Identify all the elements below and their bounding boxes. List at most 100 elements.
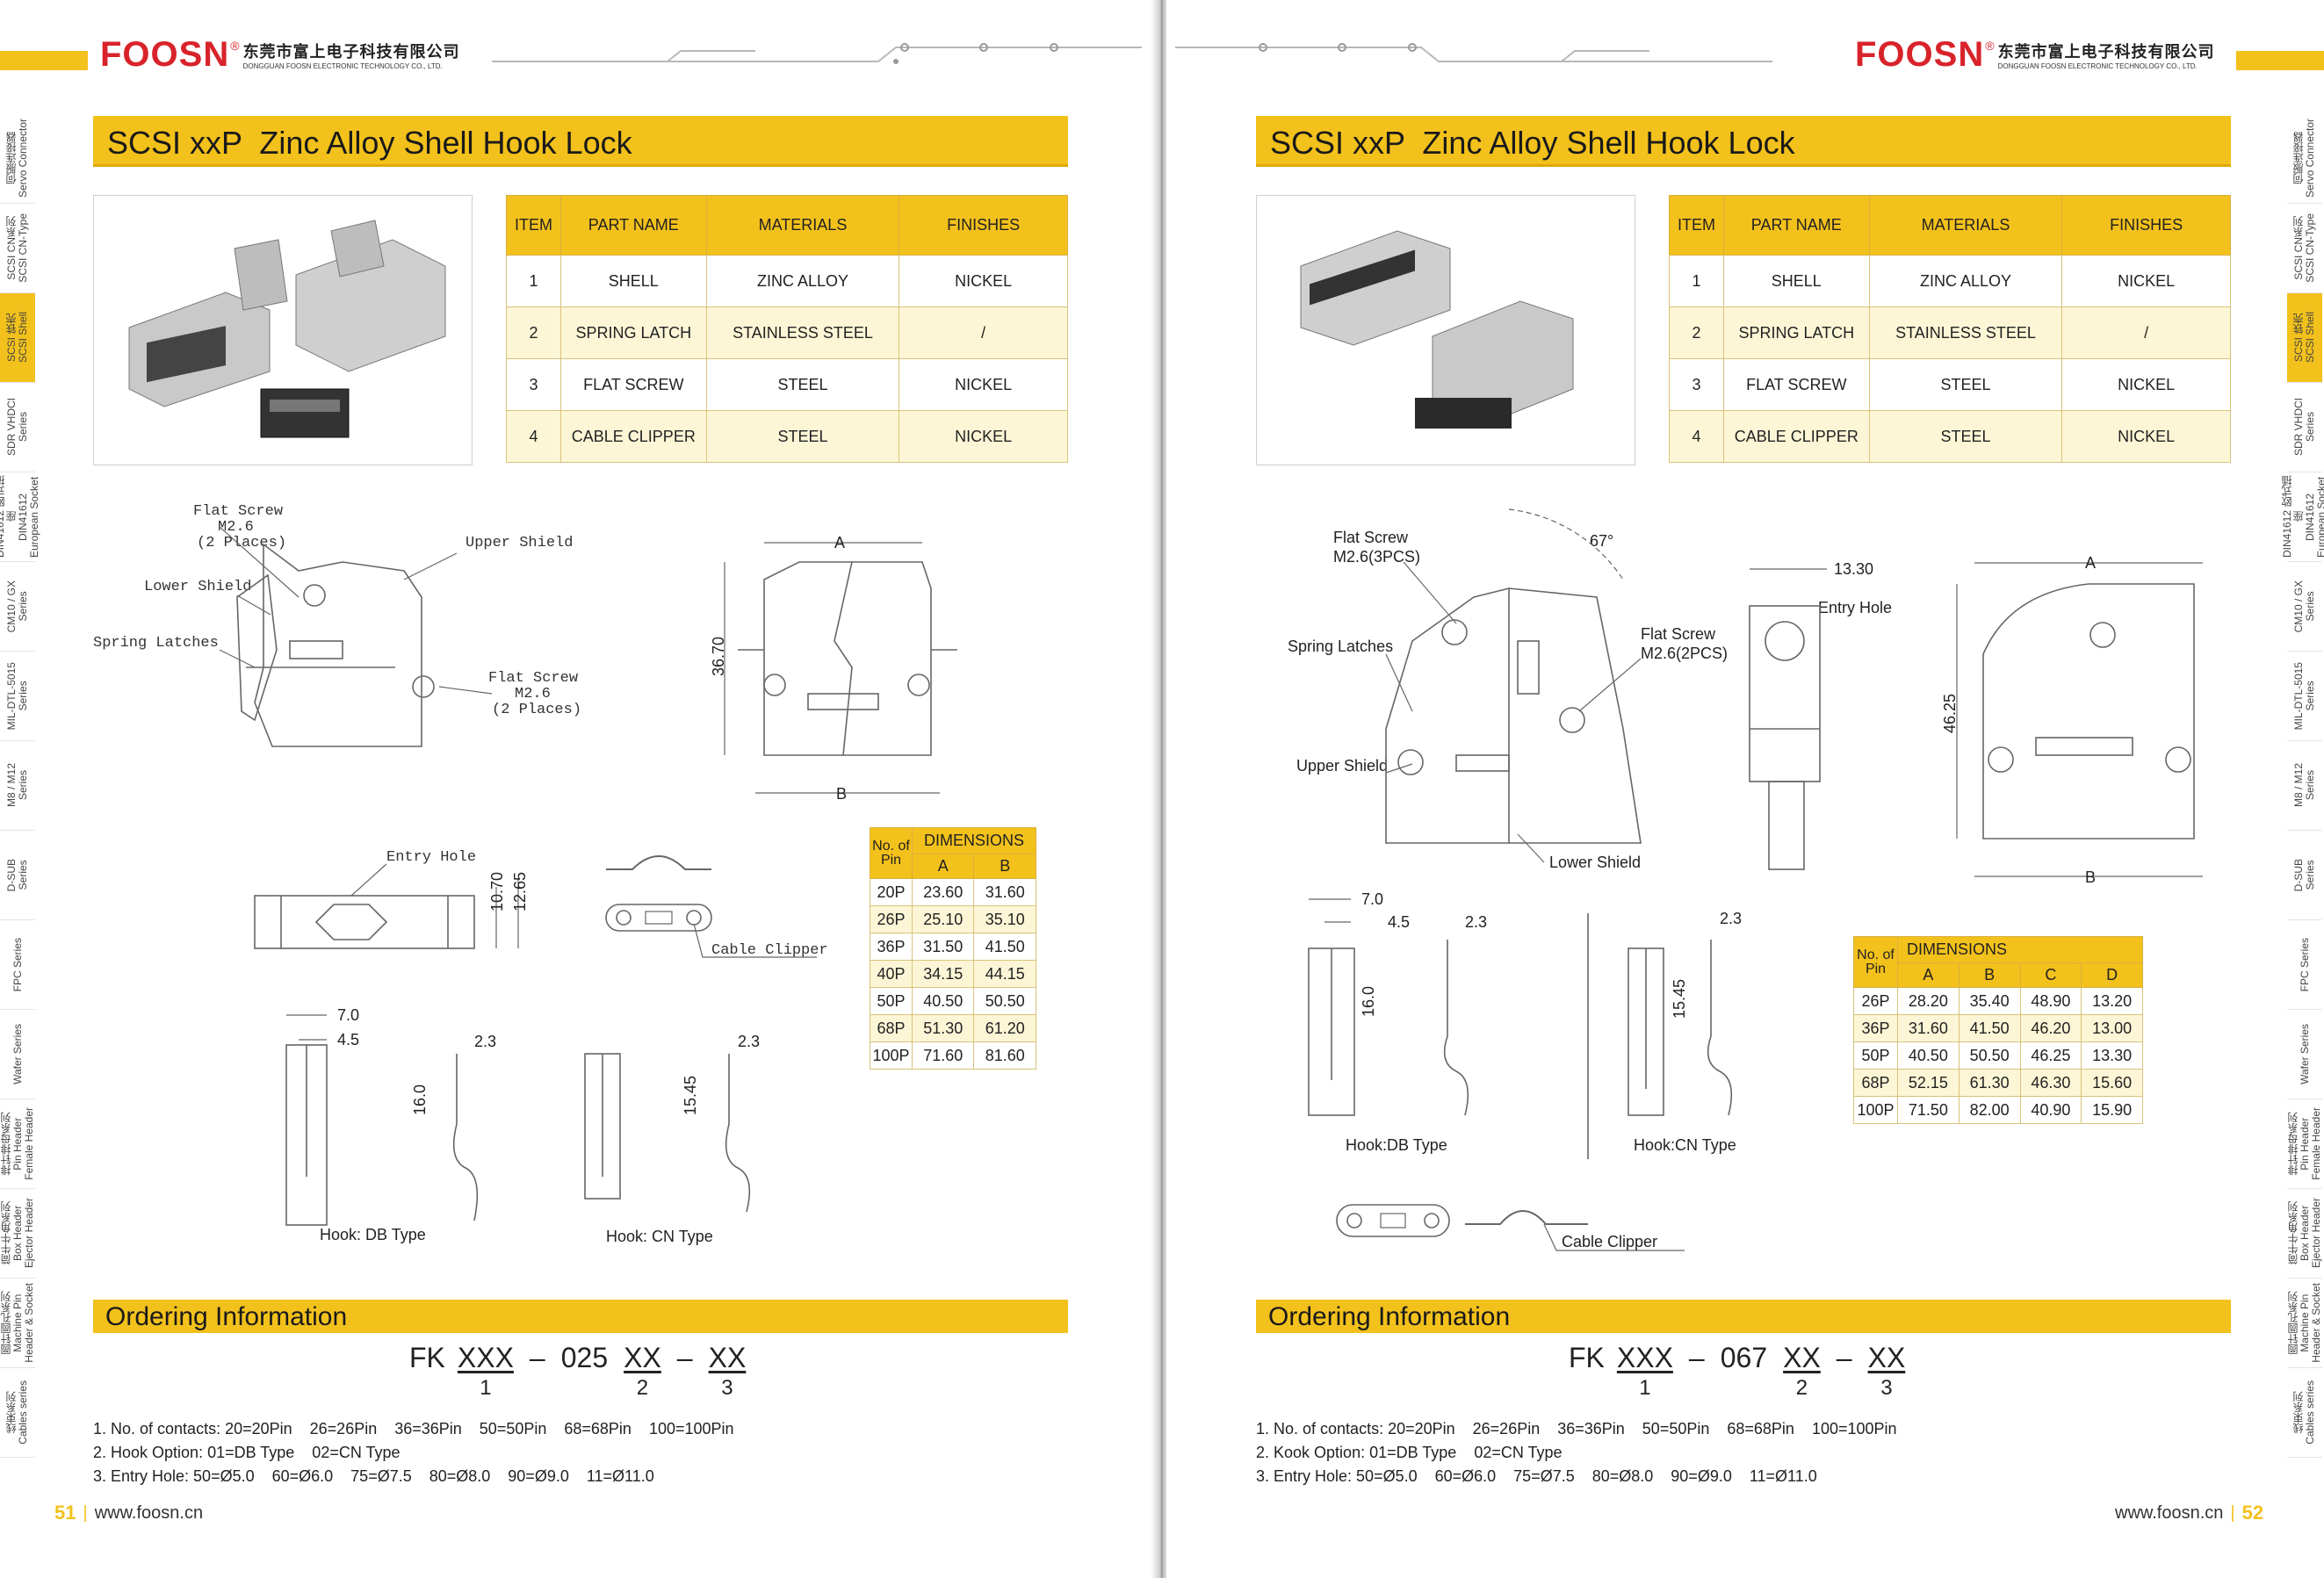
materials-cell: / — [2061, 306, 2231, 359]
code-part-1: XXX — [1616, 1342, 1673, 1373]
section-tab-label: FPC Series — [2298, 937, 2311, 992]
dim-cell: 40.50 — [911, 987, 975, 1015]
materials-cell: CABLE CLIPPER — [1722, 410, 1870, 463]
section-tab[interactable]: SCSI CN系列 SCSI CN-Type — [0, 204, 35, 293]
section-tab[interactable]: Wafer Series — [2287, 1010, 2322, 1099]
exploded-assembly-drawing: Flat Screw M2.6 (2 Places) Upper Shield … — [93, 503, 581, 747]
dim-1265-label: 12.65 — [511, 872, 529, 911]
section-tab[interactable]: CM10 / GX Series — [2287, 562, 2322, 652]
note-entry-hole: 3. Entry Hole: 50=Ø5.0 60=Ø6.0 75=Ø7.5 8… — [1256, 1467, 1817, 1485]
label-m26-1: M2.6 — [218, 519, 254, 536]
section-tab-label: SCSI CN系列 SCSI CN-Type — [5, 213, 29, 283]
section-tab[interactable]: FPC Series — [2287, 920, 2322, 1010]
dim-cell: 41.50 — [973, 933, 1036, 961]
section-tab[interactable]: 简牛牛角系列 Box Header Ejector Header — [0, 1189, 35, 1279]
note-entry-hole: 3. Entry Hole: 50=Ø5.0 60=Ø6.0 75=Ø7.5 8… — [93, 1467, 654, 1485]
section-tab-label: 排针排母系列 Pin Header Female Header — [2286, 1107, 2322, 1180]
section-tab[interactable]: M8 / M12 Series — [0, 741, 35, 831]
section-tab[interactable]: SDR VHDCI Series — [0, 383, 35, 472]
dim-cell: 52.15 — [1897, 1069, 1960, 1097]
section-tab-label: 简牛牛角系列 Box Header Ejector Header — [0, 1198, 35, 1269]
section-tab-label: 线束系列 Cables series — [5, 1380, 29, 1445]
materials-cell: STEEL — [705, 410, 900, 463]
section-tab[interactable]: Wafer Series — [0, 1010, 35, 1099]
dim-45-label: 4.5 — [337, 1031, 359, 1048]
materials-cell: ZINC ALLOY — [705, 255, 900, 307]
section-tab[interactable]: SCSI 铁壳 SCSI Shell — [0, 293, 35, 383]
footer-url[interactable]: www.foosn.cn — [94, 1502, 204, 1523]
code-dash-2: – — [1836, 1342, 1852, 1373]
code-prefix: FK — [1569, 1342, 1605, 1373]
footer-url[interactable]: www.foosn.cn — [2115, 1502, 2224, 1523]
hook-drawings: 7.0 4.5 2.3 16.0 Hook:DB Type 2.3 15.45 … — [1308, 890, 1742, 1159]
materials-cell: STEEL — [705, 358, 900, 411]
materials-cell: SHELL — [1722, 255, 1870, 307]
dim-cell: 71.60 — [911, 1041, 975, 1070]
section-tab[interactable]: 排针排母系列 Pin Header Female Header — [0, 1099, 35, 1189]
dim-cell: 36P — [1853, 1014, 1898, 1042]
section-tab[interactable]: 伺服连接器 Servo Connector — [0, 114, 35, 204]
company-name-cn: 东莞市富上电子科技有限公司 — [1997, 43, 2215, 61]
section-tab[interactable]: 简牛牛角系列 Box Header Ejector Header — [2287, 1189, 2322, 1279]
label-entry-hole: Entry Hole — [386, 849, 476, 866]
label-spring-latches: Spring Latches — [1288, 638, 1393, 655]
section-tab[interactable]: DIN41612 欧式插座 DIN41612 European Socket — [2281, 472, 2324, 562]
section-tab[interactable]: FPC Series — [0, 920, 35, 1010]
section-tab-label: M8 / M12 Series — [2292, 763, 2316, 808]
dim-23a-label: 2.3 — [474, 1033, 496, 1050]
label-flat-screw-2: Flat Screw — [1641, 625, 1716, 643]
section-tab[interactable]: M8 / M12 Series — [2287, 741, 2322, 831]
materials-cell: FLAT SCREW — [1722, 358, 1870, 411]
section-tab[interactable]: 线束系列 Cables series — [0, 1368, 35, 1458]
section-tab[interactable]: DIN41612 欧式插座 DIN41612 European Socket — [0, 472, 40, 562]
dim-a-label: A — [834, 534, 845, 551]
section-tab[interactable]: 线束系列 Cables series — [2287, 1368, 2322, 1458]
section-tab-label: D-SUB Series — [2292, 858, 2316, 892]
code-index-1: 1 — [480, 1376, 492, 1400]
section-tab[interactable]: SCSI 铁壳 SCSI Shell — [2287, 293, 2322, 383]
dim-b-label: B — [2085, 868, 2096, 886]
dim-cell: 34.15 — [911, 960, 975, 988]
materials-cell: SPRING LATCH — [559, 306, 707, 359]
code-index-3: 3 — [1880, 1376, 1893, 1400]
shell-outline — [236, 543, 435, 747]
section-tab-label: SDR VHDCI Series — [5, 398, 29, 457]
section-tab[interactable]: 圆针圆孔系列 Machine Pin Header & Socket — [0, 1279, 35, 1368]
materials-header-cell: PART NAME — [1722, 195, 1870, 256]
dim-cell: 31.50 — [911, 933, 975, 961]
hook-db-drawing: 7.0 4.5 2.3 16.0 Hook:DB Type — [1308, 890, 1487, 1154]
section-tab[interactable]: 排针排母系列 Pin Header Female Header — [2287, 1099, 2322, 1189]
section-tab[interactable]: CM10 / GX Series — [0, 562, 35, 652]
dim-cell: 40.90 — [2019, 1096, 2082, 1124]
dim-cell: 81.60 — [973, 1041, 1036, 1070]
ordering-notes: 1. No. of contacts: 20=20Pin 26=26Pin 36… — [1256, 1417, 1897, 1488]
materials-header-cell: PART NAME — [559, 195, 707, 256]
section-tab[interactable]: 圆针圆孔系列 Machine Pin Header & Socket — [2287, 1279, 2322, 1368]
materials-cell: 2 — [506, 306, 561, 359]
materials-header-cell: ITEM — [1669, 195, 1724, 256]
section-tab[interactable]: MIL-DTL-5015 Series — [0, 652, 35, 741]
dim-23b-label: 2.3 — [738, 1033, 760, 1050]
materials-cell: NICKEL — [899, 358, 1068, 411]
section-tab[interactable]: SDR VHDCI Series — [2287, 383, 2322, 472]
company-name-en: DONGGUAN FOOSN ELECTRONIC TECHNOLOGY CO.… — [242, 62, 443, 70]
hook-cn-caption: Hook:CN Type — [1634, 1136, 1736, 1154]
dim-160-label: 16.0 — [1360, 986, 1377, 1017]
section-tab[interactable]: D-SUB Series — [2287, 831, 2322, 920]
dim-cell: 13.30 — [2081, 1041, 2143, 1070]
section-tab[interactable]: SCSI CN系列 SCSI CN-Type — [2287, 204, 2322, 293]
section-tab[interactable]: MIL-DTL-5015 Series — [2287, 652, 2322, 741]
dim-cell: 61.30 — [1958, 1069, 2021, 1097]
dim-header-dimensions: DIMENSIONS — [912, 827, 1036, 854]
dim-70-label: 7.0 — [1361, 890, 1383, 908]
section-tab[interactable]: 伺服连接器 Servo Connector — [2287, 114, 2322, 204]
section-tab[interactable]: D-SUB Series — [0, 831, 35, 920]
label-places-1: (2 Places) — [197, 535, 286, 551]
